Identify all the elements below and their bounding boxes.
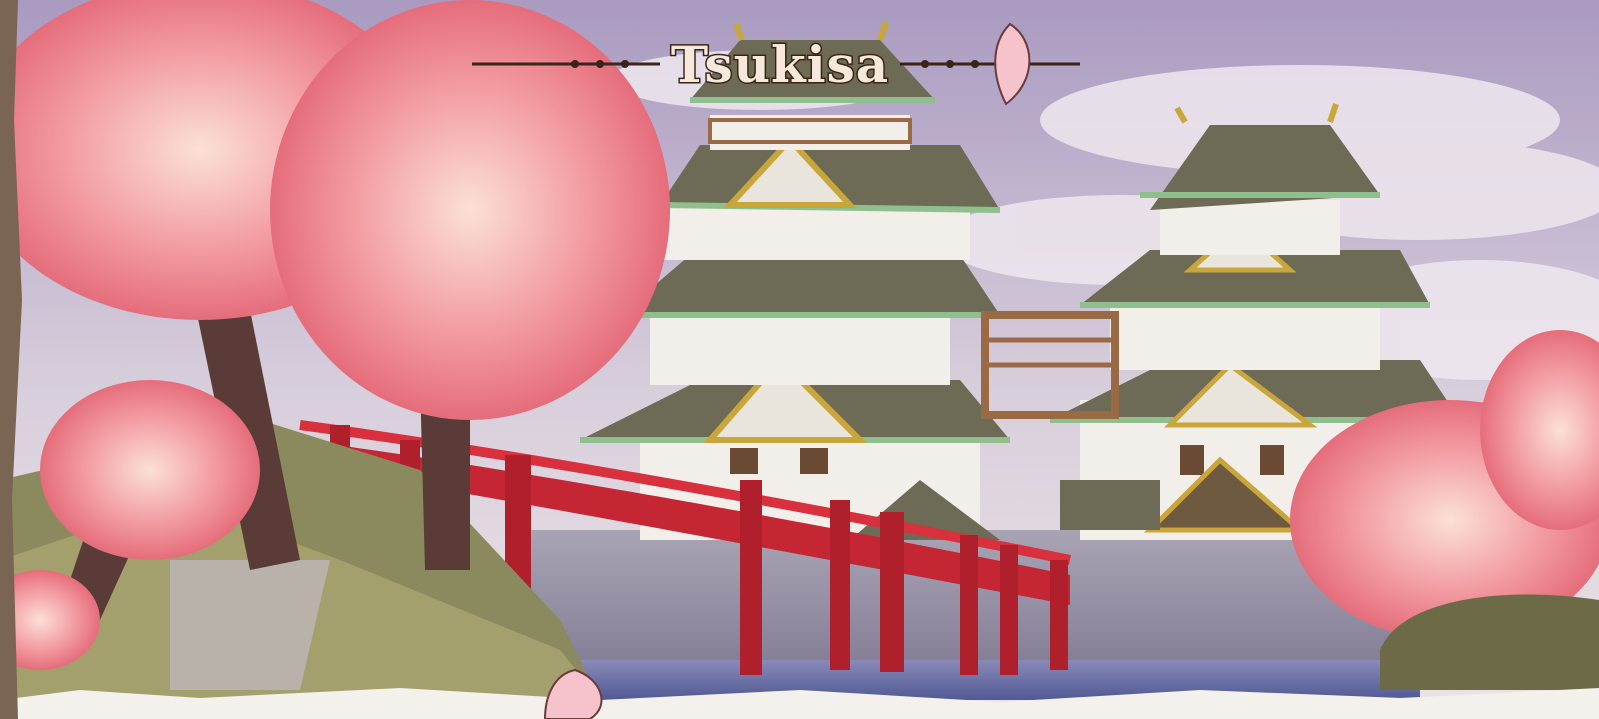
right-bush <box>1380 594 1599 690</box>
banner-left-flourish <box>571 60 629 68</box>
cherry-blossoms <box>0 0 1599 670</box>
title-banner: Tsukisa <box>472 22 1080 106</box>
petal-icon <box>543 668 603 719</box>
petal-icon <box>994 22 1031 106</box>
location-title: Tsukisa <box>671 35 889 94</box>
banner-right-flourish <box>921 60 979 68</box>
